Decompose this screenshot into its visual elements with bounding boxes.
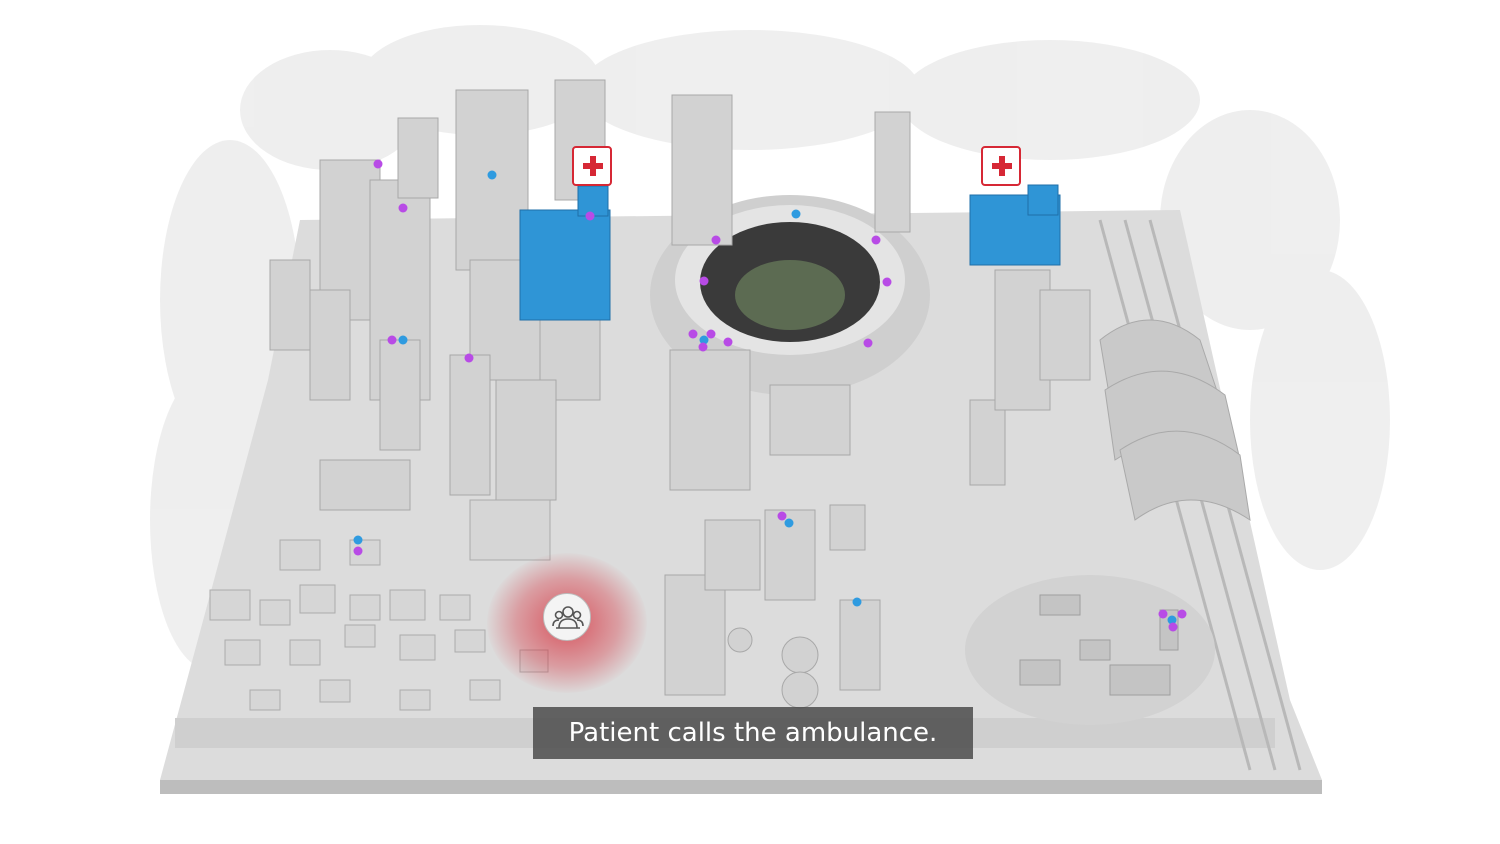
village — [965, 575, 1215, 725]
train-station — [1099, 319, 1251, 522]
background-clouds — [150, 25, 1390, 670]
hospital-building-right — [969, 184, 1061, 266]
caption-text: Patient calls the ambulance. — [533, 707, 973, 759]
downtown-towers — [269, 79, 606, 511]
central-towers — [669, 94, 1091, 491]
red-cross-icon[interactable] — [572, 146, 612, 186]
person-dots — [353, 159, 1187, 632]
people-group-icon[interactable] — [543, 593, 591, 641]
industrial-zone — [664, 504, 881, 709]
suburb-houses — [209, 499, 551, 711]
hospital-building-left — [519, 185, 611, 321]
red-cross-icon[interactable] — [981, 146, 1021, 186]
